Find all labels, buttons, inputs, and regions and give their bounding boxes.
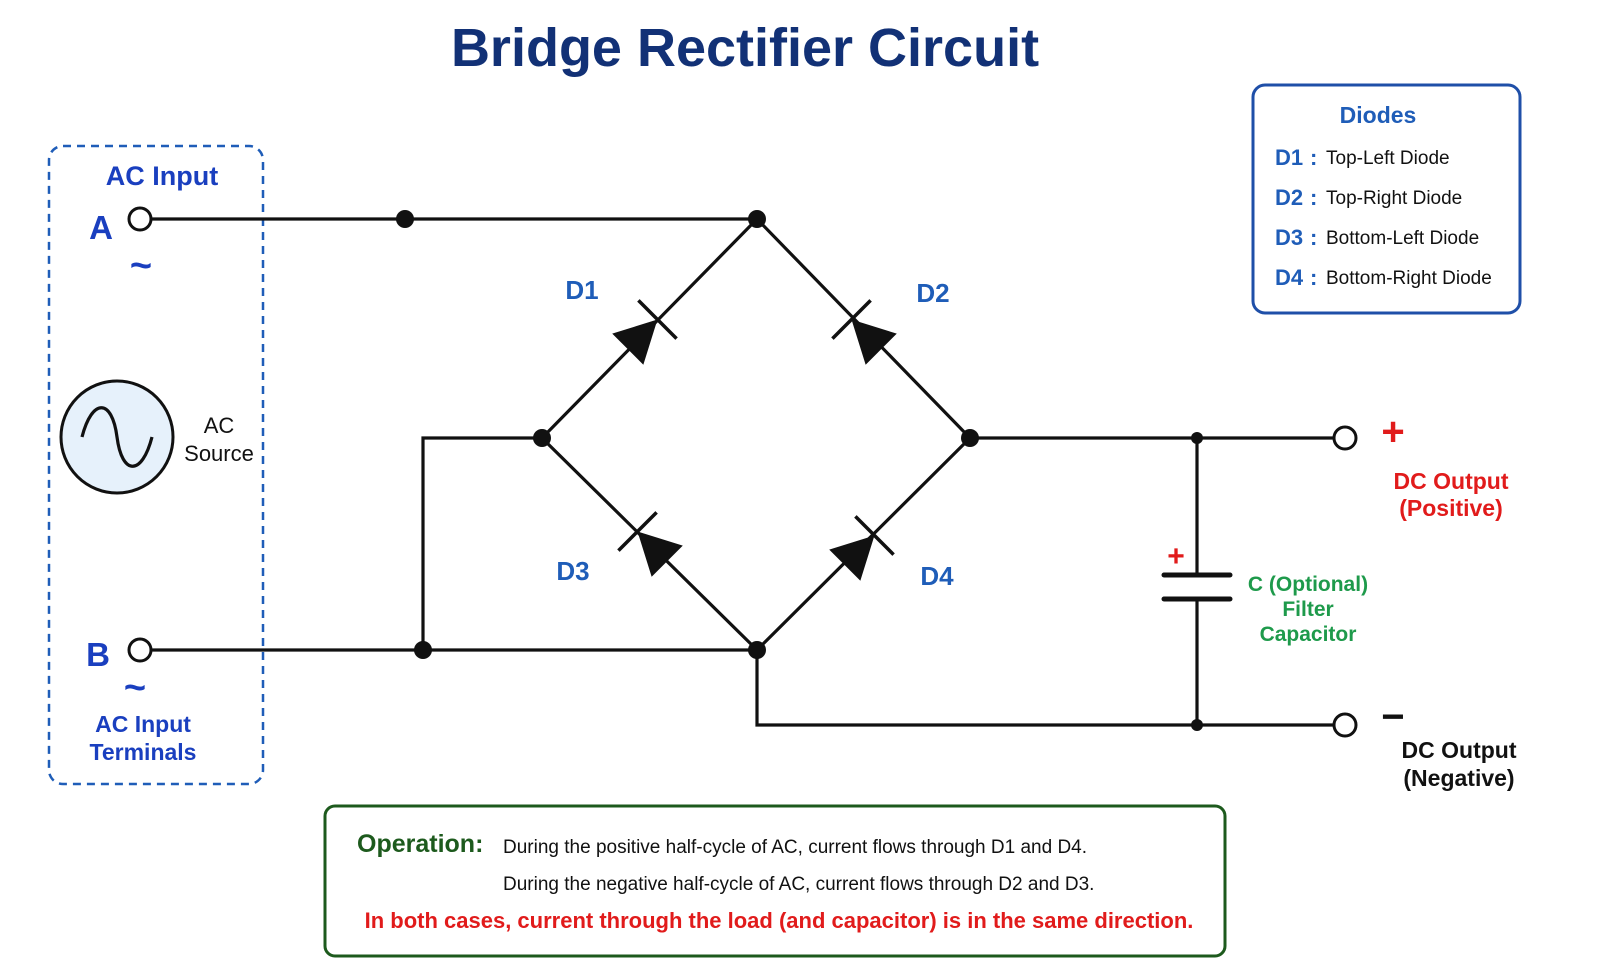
legend-key-d1: D1 bbox=[1275, 145, 1303, 170]
ac-source-label-1: AC bbox=[204, 413, 235, 438]
capacitor-symbol bbox=[1161, 572, 1233, 602]
dc-negative-terminal bbox=[1332, 712, 1358, 738]
legend-value-d2: Top-Right Diode bbox=[1326, 188, 1462, 209]
dc-negative-sign: − bbox=[1381, 695, 1404, 739]
diode-d3-label: D3 bbox=[556, 556, 589, 586]
legend-key-d4: D4 bbox=[1275, 265, 1304, 290]
legend-title: Diodes bbox=[1340, 102, 1417, 128]
ac-input-heading: AC Input bbox=[106, 161, 218, 191]
capacitor-label-1: C (Optional) bbox=[1248, 573, 1368, 596]
operation-line-3: In both cases, current through the load … bbox=[365, 908, 1194, 933]
legend-sep-d1: : bbox=[1310, 145, 1317, 170]
ac-source-icon bbox=[59, 379, 175, 495]
diode-d1-symbol bbox=[612, 299, 678, 365]
dc-positive-label-1: DC Output bbox=[1394, 468, 1509, 494]
page-title: Bridge Rectifier Circuit bbox=[451, 18, 1039, 78]
diodes-legend: Diodes D1 : Top-Left Diode D2 : Top-Righ… bbox=[1251, 83, 1522, 315]
legend-value-d4: Bottom-Right Diode bbox=[1326, 268, 1492, 289]
ac-terminals-label-1: AC Input bbox=[95, 711, 191, 737]
diode-d1-label: D1 bbox=[565, 275, 598, 305]
wires bbox=[150, 217, 1335, 727]
diode-d4-symbol bbox=[829, 515, 895, 581]
dc-negative-label-1: DC Output bbox=[1402, 737, 1517, 763]
legend-value-d3: Bottom-Left Diode bbox=[1326, 228, 1479, 249]
diode-d4-label: D4 bbox=[920, 561, 954, 591]
ac-source-label-2: Source bbox=[184, 441, 254, 466]
terminal-a bbox=[127, 206, 153, 232]
operation-line-1: During the positive half-cycle of AC, cu… bbox=[503, 837, 1087, 858]
ac-terminals-label-2: Terminals bbox=[90, 739, 197, 765]
legend-key-d3: D3 bbox=[1275, 225, 1303, 250]
diode-d3-symbol bbox=[617, 511, 683, 577]
junction-dots bbox=[396, 210, 1203, 731]
dc-positive-label-2: (Positive) bbox=[1399, 495, 1503, 521]
dc-negative-label-2: (Negative) bbox=[1403, 765, 1514, 791]
legend-sep-d2: : bbox=[1310, 185, 1317, 210]
capacitor-plus-sign: + bbox=[1167, 540, 1185, 573]
operation-box: Operation: During the positive half-cycl… bbox=[323, 804, 1227, 958]
legend-sep-d4: : bbox=[1310, 265, 1317, 290]
diode-d2-symbol bbox=[831, 299, 897, 365]
capacitor-label-3: Capacitor bbox=[1260, 623, 1357, 646]
dc-positive-sign: + bbox=[1381, 410, 1404, 454]
legend-value-d1: Top-Left Diode bbox=[1326, 148, 1450, 169]
dc-positive-terminal bbox=[1332, 425, 1358, 451]
legend-sep-d3: : bbox=[1310, 225, 1317, 250]
operation-heading: Operation: bbox=[357, 830, 483, 858]
operation-line-2: During the negative half-cycle of AC, cu… bbox=[503, 874, 1094, 895]
terminal-b-label: B bbox=[86, 636, 110, 673]
legend-key-d2: D2 bbox=[1275, 185, 1303, 210]
terminal-a-label: A bbox=[89, 209, 113, 246]
terminal-b-tilde: ~ bbox=[124, 667, 146, 709]
terminal-a-tilde: ~ bbox=[130, 245, 152, 287]
terminal-b bbox=[127, 637, 153, 663]
capacitor-label-2: Filter bbox=[1282, 598, 1333, 621]
diode-d2-label: D2 bbox=[916, 278, 949, 308]
